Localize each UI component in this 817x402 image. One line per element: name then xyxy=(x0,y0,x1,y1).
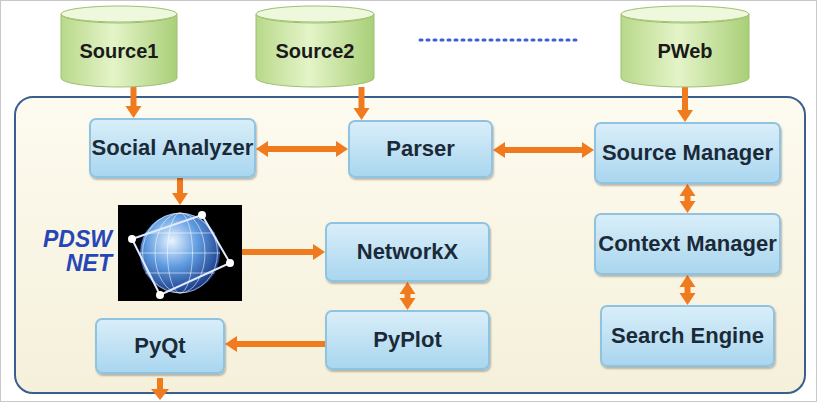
node-label: Social Analyzer xyxy=(92,137,254,159)
arrow-head xyxy=(172,193,188,205)
arrow-shaft xyxy=(682,87,688,112)
globe-picture xyxy=(118,205,242,301)
module-box: Parser xyxy=(348,120,493,178)
output-arrow xyxy=(151,378,169,400)
source-cylinder: Source1 xyxy=(60,5,178,87)
flow-arrow xyxy=(680,275,696,305)
node-label: PWeb xyxy=(657,41,712,61)
arrow-shaft xyxy=(242,249,315,255)
arrow-head xyxy=(225,336,237,352)
network-globe: PDSW NET xyxy=(118,205,242,301)
node-label: Search Engine xyxy=(611,325,764,347)
node-label: PyQt xyxy=(134,335,185,357)
flow-arrow xyxy=(172,178,188,205)
flow-arrow xyxy=(225,336,325,352)
node-label: Source2 xyxy=(276,41,355,61)
arrow-head xyxy=(493,142,505,158)
source-cylinder: PWeb xyxy=(620,5,750,87)
arrow-shaft xyxy=(266,146,338,152)
arrow-head xyxy=(313,244,325,260)
system-container xyxy=(15,97,805,393)
flow-arrow xyxy=(493,142,594,158)
arrow-head xyxy=(677,110,693,122)
node-label: Parser xyxy=(386,138,455,160)
module-box: NetworkX xyxy=(325,222,490,282)
node-label: NetworkX xyxy=(357,241,458,263)
module-box: Social Analyzer xyxy=(89,118,256,178)
module-box: PyPlot xyxy=(325,310,490,370)
node-label: PDSW NET xyxy=(18,227,112,275)
node-label: Source1 xyxy=(80,41,159,61)
arrow-shaft xyxy=(235,341,325,347)
arrow-shaft xyxy=(177,178,183,195)
flow-arrow xyxy=(256,141,348,157)
node-label: PyPlot xyxy=(373,329,441,351)
arrow-head xyxy=(126,106,142,118)
arrow-head xyxy=(582,142,594,158)
module-box: PyQt xyxy=(95,318,225,374)
flow-arrow xyxy=(126,87,142,118)
module-box: Search Engine xyxy=(600,305,775,367)
flow-arrow xyxy=(680,184,696,213)
arrow-head xyxy=(680,201,696,213)
arrow-head xyxy=(680,275,696,287)
flow-arrow xyxy=(677,87,693,122)
flow-arrow xyxy=(354,87,370,120)
arrow-head xyxy=(400,298,416,310)
flow-arrow xyxy=(400,282,416,310)
flow-arrow xyxy=(242,244,325,260)
arrow-head xyxy=(680,184,696,196)
arrow-head xyxy=(256,141,268,157)
arrow-head xyxy=(336,141,348,157)
arrow-head xyxy=(400,282,416,294)
arrow-head xyxy=(354,108,370,120)
arrow-head xyxy=(680,293,696,305)
node-label: Context Manager xyxy=(598,233,776,255)
arrow-shaft xyxy=(503,147,584,153)
module-box: Context Manager xyxy=(594,213,781,275)
arrow-shaft xyxy=(131,87,137,108)
node-label: Source Manager xyxy=(602,142,773,164)
source-cylinder: Source2 xyxy=(255,5,375,87)
more-sources-dots xyxy=(420,39,578,42)
arrow-shaft xyxy=(359,87,365,110)
module-box: Source Manager xyxy=(594,122,781,184)
